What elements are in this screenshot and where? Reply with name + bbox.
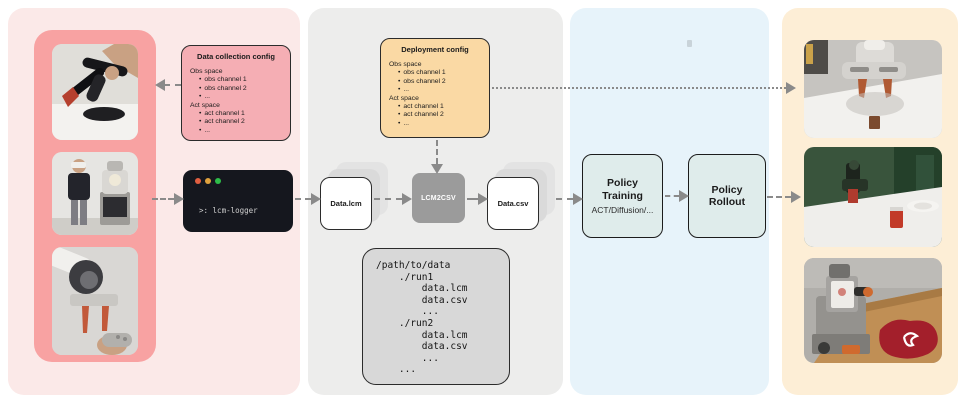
list-item: ... — [190, 93, 282, 101]
list-item: act channel 1 — [190, 110, 282, 118]
policy-rollout-box: Policy Rollout — [688, 154, 766, 238]
arrow-rollout-to-photos — [767, 196, 791, 198]
photo-vr-teleoperation — [52, 152, 138, 235]
traffic-light-green-icon — [215, 178, 221, 184]
data-collection-config-card: Data collection config Obs space obs cha… — [181, 45, 291, 141]
deployment-config-card: Deployment config Obs space obs channel … — [380, 38, 490, 138]
arrow-deployment-to-converter — [436, 140, 438, 164]
policy-training-title: Policy Training — [602, 177, 643, 202]
csv-file-card: Data.csv — [487, 177, 539, 230]
list-item: obs channel 2 — [190, 85, 282, 93]
teleoperation-photo-strip — [34, 30, 156, 362]
obs-space-header: Obs space — [190, 68, 223, 75]
photo-arm-can-plate — [804, 147, 942, 247]
list-item: obs channel 1 — [389, 69, 481, 77]
photo-hand-guided-arm — [52, 44, 138, 140]
file-label: Data.csv — [497, 199, 529, 208]
converter-label: LCM2CSV — [421, 194, 456, 202]
list-item: ... — [190, 127, 282, 135]
lcm-file-card: Data.lcm — [320, 177, 372, 230]
arrowhead-right-icon — [791, 191, 801, 203]
act-space-list: act channel 1act channel 2... — [190, 110, 282, 135]
obs-space-header: Obs space — [389, 61, 422, 68]
act-space-header: Act space — [190, 101, 220, 109]
lcm-logger-terminal: >: lcm-logger — [183, 170, 293, 232]
list-item: /path/to/data — [376, 260, 451, 271]
list-item: ... — [376, 306, 439, 318]
act-space-header: Act space — [389, 94, 419, 102]
arrowhead-down-icon — [431, 164, 443, 174]
list-item: act channel 2 — [190, 118, 282, 126]
list-item: data.csv — [376, 341, 468, 353]
arrowhead-right-icon — [679, 190, 689, 202]
card-title: Deployment config — [401, 45, 469, 54]
photo-humanoid-cloth — [804, 258, 942, 363]
photo-gripper-block — [804, 40, 942, 138]
list-item: obs channel 1 — [190, 76, 282, 84]
arrowhead-right-icon — [478, 193, 488, 205]
arrowhead-right-icon — [174, 193, 184, 205]
list-item: obs channel 2 — [389, 78, 481, 86]
arrowhead-right-icon — [402, 193, 412, 205]
data-directory-listing: /path/to/data ./run1 data.lcm data.csv .… — [362, 248, 510, 385]
list-item: act channel 2 — [389, 111, 481, 119]
list-item: act channel 1 — [389, 103, 481, 111]
arrow-lcm-to-converter — [374, 198, 402, 200]
list-item: ... — [376, 352, 439, 364]
policy-training-box: Policy Training ACT/Diffusion/... — [582, 154, 663, 238]
arrowhead-right-icon — [786, 82, 796, 94]
arrow-photos-to-terminal — [152, 198, 174, 200]
arrowhead-left-icon — [155, 79, 165, 91]
arrow-deployment-to-rollout-photos — [492, 87, 786, 89]
file-label: Data.lcm — [330, 199, 362, 208]
list-item: ./run1 — [376, 271, 434, 283]
arrowhead-right-icon — [573, 193, 583, 205]
list-item: ./run2 — [376, 317, 434, 329]
listing-text: /path/to/data ./run1 data.lcm data.csv .… — [376, 260, 509, 376]
arrow-config-to-photos — [164, 84, 181, 86]
policy-training-subtitle: ACT/Diffusion/... — [591, 205, 654, 215]
terminal-prompt: >: lcm-logger — [199, 206, 258, 215]
list-item: data.lcm — [376, 283, 468, 295]
list-item: ... — [389, 120, 481, 128]
arrow-converter-to-csv — [467, 198, 478, 200]
arrowhead-right-icon — [311, 193, 321, 205]
faint-dot-artifact — [687, 40, 692, 47]
policy-rollout-title: Policy Rollout — [708, 183, 746, 209]
list-item: data.lcm — [376, 329, 468, 341]
lcm2csv-converter-box: LCM2CSV — [412, 173, 465, 223]
obs-space-list: obs channel 1obs channel 2... — [190, 76, 282, 101]
arrow-terminal-to-lcm — [295, 198, 311, 200]
card-title: Data collection config — [197, 52, 275, 61]
traffic-light-yellow-icon — [205, 178, 211, 184]
traffic-light-red-icon — [195, 178, 201, 184]
arrow-csv-to-training — [556, 198, 573, 200]
arrow-training-to-rollout — [665, 195, 679, 197]
list-item: ... — [376, 364, 417, 376]
list-item: ... — [389, 86, 481, 94]
act-space-list: act channel 1act channel 2... — [389, 103, 481, 128]
lcm-file-stack: Data.lcm — [320, 162, 388, 230]
photo-gamepad-gripper — [52, 247, 138, 355]
obs-space-list: obs channel 1obs channel 2... — [389, 69, 481, 94]
csv-file-stack: Data.csv — [487, 162, 555, 230]
list-item: data.csv — [376, 294, 468, 306]
